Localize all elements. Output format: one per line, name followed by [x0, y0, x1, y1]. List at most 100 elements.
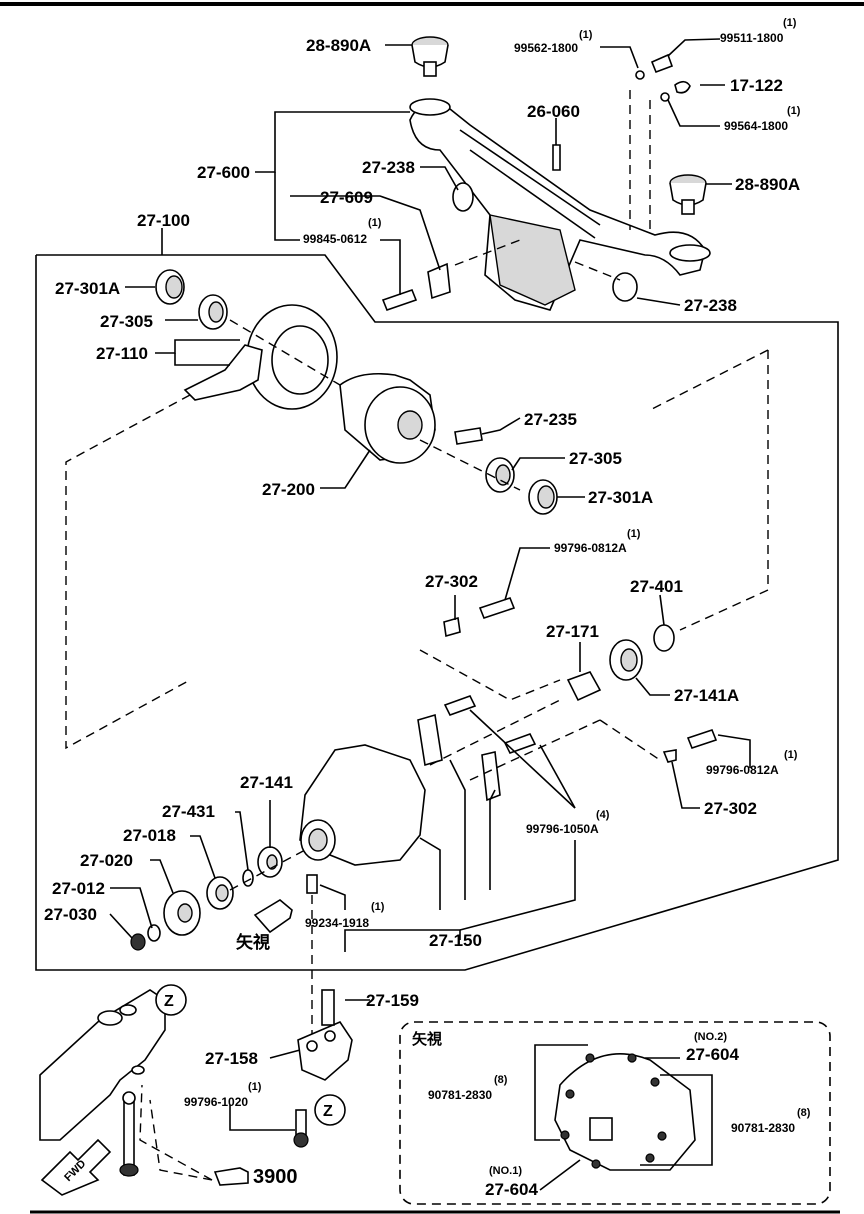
label-99796-0812A-right: 99796-0812A — [706, 763, 779, 777]
inset-box — [399, 1021, 831, 1205]
inset-qty-90781-right: (8) — [797, 1107, 811, 1119]
label-27-600: 27-600 — [197, 163, 250, 182]
label-27-238-top: 27-238 — [362, 158, 415, 177]
dash-a — [229, 319, 341, 386]
bolt-99796-0812A-top-drawing — [478, 597, 516, 619]
label-27-018: 27-018 — [123, 826, 176, 845]
dash-f — [599, 719, 661, 761]
spacer-27171-drawing — [566, 671, 602, 702]
inset-label-90781-left: 90781-2830 — [428, 1088, 492, 1102]
bushing-27238-right-drawing — [612, 272, 638, 302]
qty-99796-0812A-right: (1) — [784, 749, 798, 761]
label-27-200: 27-200 — [262, 480, 315, 499]
nut-27030-drawing — [130, 933, 146, 951]
label-27-150: 27-150 — [429, 931, 482, 950]
flange-27020-drawing — [163, 890, 201, 936]
label-27-110: 27-110 — [96, 344, 148, 363]
dash-b — [419, 439, 521, 491]
mount-right-drawing — [669, 174, 707, 215]
pin-99234-drawing — [306, 874, 318, 894]
inset-no2: (NO.2) — [694, 1031, 727, 1043]
hand-pointer-icon — [213, 1167, 249, 1186]
differential-group-outline — [35, 254, 839, 971]
label-99562: 99562-1800 — [514, 41, 578, 55]
label-27-401: 27-401 — [630, 577, 683, 596]
fwd-arrow — [40, 1138, 112, 1196]
label-27-305-left: 27-305 — [100, 312, 153, 331]
label-yashi-arrow: 矢視 — [236, 932, 270, 952]
cap-right-drawing — [481, 751, 501, 802]
seal-27018-drawing — [206, 876, 234, 910]
dash-top-right — [649, 349, 769, 411]
label-27-235: 27-235 — [524, 410, 577, 429]
clip-27302-top-drawing — [443, 616, 461, 638]
label-27-141: 27-141 — [240, 773, 293, 792]
bolt-27235-drawing — [454, 427, 483, 445]
inset-no1: (NO.1) — [489, 1165, 522, 1177]
label-99845: 99845-0612 — [303, 232, 367, 246]
label-27-305-right: 27-305 — [569, 449, 622, 468]
label-99564: 99564-1800 — [724, 119, 788, 133]
dash-238 — [574, 261, 621, 281]
bolt-99796-1050A-a-drawing — [443, 695, 477, 716]
chassis-member-drawing — [39, 989, 213, 1181]
bearing-27305-left-drawing — [198, 294, 228, 330]
view-arrow-drawing — [253, 899, 293, 934]
washer-27012-drawing — [147, 924, 161, 942]
label-99796-1050A: 99796-1050A — [526, 822, 599, 836]
dash-d — [429, 699, 561, 766]
plug-99511-drawing — [650, 53, 674, 74]
dash-right — [679, 350, 769, 631]
inset-label-27-604-top: 27-604 — [686, 1045, 739, 1064]
qty-99511: (1) — [783, 17, 797, 29]
ring-pinion-27110-drawing — [183, 304, 338, 410]
label-27-020: 27-020 — [80, 851, 133, 870]
label-27-158: 27-158 — [205, 1049, 258, 1068]
label-28-890A-right: 28-890A — [735, 175, 800, 194]
mount-top-drawing — [411, 36, 449, 77]
label-27-301A-right: 27-301A — [588, 488, 653, 507]
crossmember-drawing — [409, 98, 711, 311]
label-27-609: 27-609 — [320, 188, 373, 207]
label-99511: 99511-1800 — [720, 31, 784, 45]
washer-99562-drawing — [635, 70, 645, 80]
label-27-159: 27-159 — [366, 991, 419, 1010]
dash-left — [65, 394, 191, 750]
label-27-431: 27-431 — [162, 802, 215, 821]
seal-27401-drawing — [653, 624, 675, 652]
label-27-171: 27-171 — [546, 622, 599, 641]
qty-99234: (1) — [371, 901, 385, 913]
inset-qty-90781-left: (8) — [494, 1074, 508, 1086]
label-28-890A-top: 28-890A — [306, 36, 371, 55]
plug-17122-drawing — [674, 80, 691, 94]
cap-left-drawing — [417, 713, 443, 767]
z-marker-top — [155, 984, 187, 1016]
bolt-99845-drawing — [381, 288, 418, 312]
label-27-030: 27-030 — [44, 905, 97, 924]
inset-cover-drawing — [534, 1044, 713, 1171]
label-27-100: 27-100 — [137, 211, 190, 230]
bearing-27301A-left-drawing — [155, 269, 185, 305]
label-17-122: 17-122 — [730, 76, 783, 95]
carrier-housing-drawing — [299, 744, 426, 866]
label-99796-0812A-top: 99796-0812A — [554, 541, 627, 555]
label-26-060: 26-060 — [527, 102, 580, 121]
label-z-top: Z — [164, 993, 174, 1010]
label-27-302-right: 27-302 — [704, 799, 757, 818]
bearing-27301A-right-drawing — [528, 479, 558, 515]
spacer-27431-drawing — [242, 869, 254, 887]
label-27-141A: 27-141A — [674, 686, 739, 705]
label-27-238-right: 27-238 — [684, 296, 737, 315]
inset-title: 矢視 — [412, 1030, 442, 1048]
bolt-99796-1050A-b-drawing — [503, 733, 537, 754]
label-27-301A-left: 27-301A — [55, 279, 120, 298]
dash-609 — [454, 239, 521, 266]
washer-99564-drawing — [660, 92, 670, 102]
breather-26060-drawing — [552, 144, 561, 171]
label-27-302-top: 27-302 — [425, 572, 478, 591]
label-99796-1020: 99796-1020 — [184, 1095, 248, 1109]
qty-99564: (1) — [787, 105, 801, 117]
bearing-27141A-drawing — [609, 639, 643, 681]
label-z-bottom: Z — [323, 1103, 333, 1120]
